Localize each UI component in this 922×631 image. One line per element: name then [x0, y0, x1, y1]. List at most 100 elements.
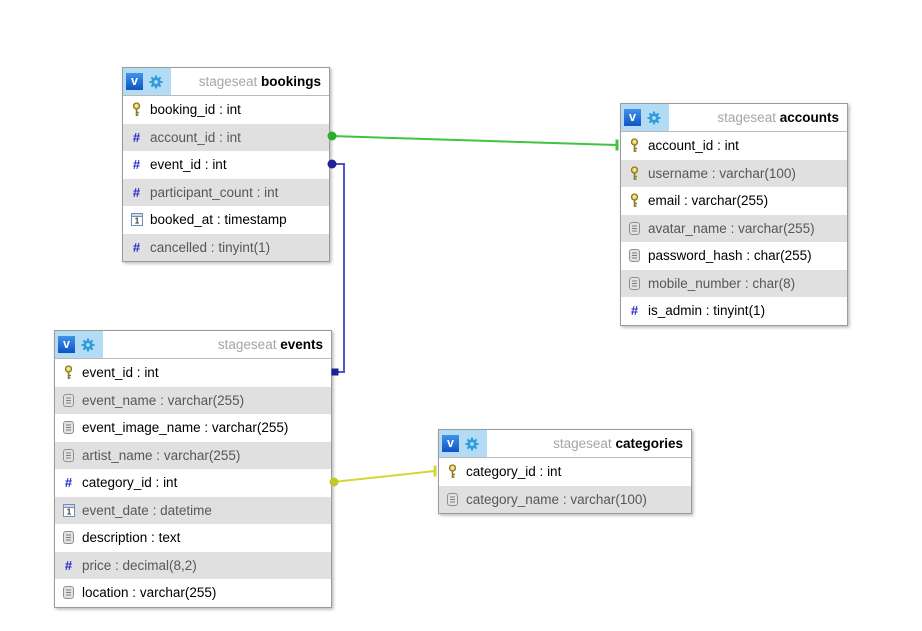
- column-row-events-location[interactable]: location : varchar(255): [55, 579, 331, 607]
- column-row-events-event_id[interactable]: event_id : int: [55, 359, 331, 387]
- text-column-icon: [445, 492, 460, 506]
- column-type: timestamp: [224, 212, 287, 228]
- column-row-bookings-event_id[interactable]: # event_id : int: [123, 151, 329, 179]
- column-type-separator: :: [151, 475, 164, 491]
- column-type: datetime: [160, 502, 212, 518]
- column-row-bookings-cancelled[interactable]: #cancelled : tinyint(1): [123, 233, 329, 261]
- column-label: booked_at : timestamp: [150, 212, 287, 227]
- column-type-separator: :: [741, 275, 753, 291]
- text-column-icon: [61, 531, 76, 545]
- numeric-hash-glyph: #: [132, 184, 141, 200]
- column-name: event_image_name: [82, 420, 201, 436]
- table-header-events[interactable]: v stageseat events: [55, 331, 331, 359]
- column-type-separator: :: [147, 530, 159, 546]
- column-row-accounts-username[interactable]: username : varchar(100): [621, 159, 847, 187]
- column-label: event_date : datetime: [82, 503, 212, 518]
- gear-icon: [464, 436, 480, 452]
- column-label: location : varchar(255): [82, 585, 216, 600]
- column-row-events-event_name[interactable]: event_name : varchar(255): [55, 386, 331, 414]
- column-type: varchar(255): [167, 392, 245, 408]
- column-row-events-price[interactable]: #price : decimal(8,2): [55, 551, 331, 579]
- primary-key-icon: [627, 138, 642, 153]
- column-row-accounts-password_hash[interactable]: password_hash : char(255): [621, 242, 847, 270]
- column-row-categories-category_id[interactable]: category_id : int: [439, 458, 691, 486]
- column-row-categories-category_name[interactable]: category_name : varchar(100): [439, 485, 691, 513]
- column-type: varchar(255): [738, 220, 815, 236]
- column-type: tinyint(1): [713, 303, 766, 319]
- column-row-events-category_id[interactable]: #category_id : int: [55, 469, 331, 497]
- column-name: mobile_number: [648, 275, 742, 291]
- column-type: tinyint(1): [218, 239, 271, 255]
- column-type: varchar(255): [139, 585, 217, 601]
- column-type: int: [724, 138, 739, 154]
- numeric-column-icon: #: [129, 186, 144, 199]
- column-type-separator: :: [252, 184, 265, 200]
- column-label: event_id : int: [82, 365, 159, 380]
- column-label: is_admin : tinyint(1): [648, 303, 765, 318]
- column-row-accounts-avatar_name[interactable]: avatar_name : varchar(255): [621, 214, 847, 242]
- column-row-bookings-account_id[interactable]: # account_id : int: [123, 123, 329, 151]
- column-label: mobile_number : char(8): [648, 276, 795, 291]
- column-label: event_name : varchar(255): [82, 393, 244, 408]
- primary-key-icon: [61, 365, 76, 380]
- column-type: int: [226, 102, 241, 118]
- column-type-separator: :: [201, 157, 213, 173]
- column-name: cancelled: [150, 239, 208, 255]
- header-icon-patch: v: [123, 68, 171, 95]
- column-row-events-description[interactable]: description : text: [55, 524, 331, 552]
- column-name: booking_id: [150, 102, 216, 118]
- column-name: event_id: [150, 157, 202, 173]
- column-label: email : varchar(255): [648, 193, 768, 208]
- numeric-hash-glyph: #: [630, 303, 639, 319]
- column-type-separator: :: [148, 502, 161, 518]
- view-badge-icon: v: [58, 336, 75, 353]
- column-name: email: [648, 193, 681, 209]
- column-type-separator: :: [215, 102, 227, 118]
- column-label: event_image_name : varchar(255): [82, 420, 288, 435]
- table-events[interactable]: v stageseat events event_id : int event_nam…: [54, 330, 332, 608]
- column-row-events-event_image_name[interactable]: event_image_name : varchar(255): [55, 414, 331, 442]
- column-name: category_name: [466, 491, 560, 507]
- column-type-separator: :: [680, 193, 692, 209]
- column-type: int: [212, 157, 227, 173]
- column-row-accounts-account_id[interactable]: account_id : int: [621, 132, 847, 160]
- column-label: account_id : int: [150, 130, 241, 145]
- column-type: int: [144, 365, 159, 381]
- column-name: artist_name: [82, 447, 153, 463]
- column-label: booking_id : int: [150, 102, 241, 117]
- column-type-separator: :: [742, 248, 754, 264]
- column-type-separator: :: [535, 464, 548, 480]
- column-row-bookings-booking_id[interactable]: booking_id : int: [123, 96, 329, 124]
- column-row-accounts-email[interactable]: email : varchar(255): [621, 187, 847, 215]
- column-name: price: [82, 557, 112, 573]
- column-name: description: [82, 530, 148, 546]
- column-type-separator: :: [702, 303, 714, 319]
- column-row-bookings-participant_count[interactable]: #participant_count : int: [123, 178, 329, 206]
- column-type-separator: :: [559, 491, 571, 507]
- column-type-separator: :: [207, 239, 219, 255]
- numeric-column-icon: #: [129, 158, 144, 171]
- column-name: avatar_name: [648, 220, 727, 236]
- column-row-accounts-is_admin[interactable]: # is_admin : tinyint(1): [621, 297, 847, 325]
- table-title: stageseat events: [218, 337, 331, 352]
- table-title: stageseat accounts: [717, 110, 847, 125]
- column-row-events-artist_name[interactable]: artist_name : varchar(255): [55, 441, 331, 469]
- table-name-label: accounts: [779, 110, 839, 125]
- column-type: varchar(100): [570, 491, 647, 507]
- column-name: category_id: [82, 475, 152, 491]
- column-type: int: [264, 184, 279, 200]
- column-row-accounts-mobile_number[interactable]: mobile_number : char(8): [621, 269, 847, 297]
- column-type-separator: :: [200, 420, 212, 436]
- gear-icon: [148, 74, 164, 90]
- numeric-hash-glyph: #: [132, 129, 141, 145]
- column-type-separator: :: [713, 138, 725, 154]
